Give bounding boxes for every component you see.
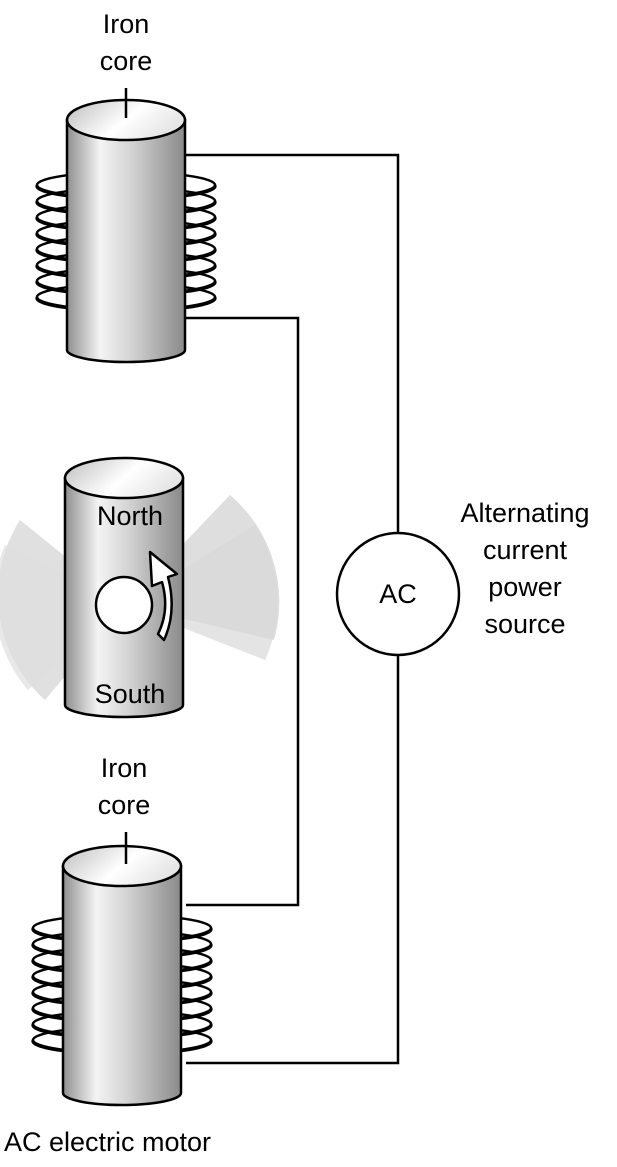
top-core-body xyxy=(65,118,187,364)
power-source-label: Alternating current power source xyxy=(460,498,590,639)
rotor-south-label: South xyxy=(94,679,166,709)
rotor-magnet xyxy=(63,456,185,719)
bottom-electromagnet xyxy=(31,832,213,1107)
bottom-core-body xyxy=(61,864,183,1107)
ac-symbol-label: AC xyxy=(379,579,417,609)
top-coil-front xyxy=(35,184,217,310)
bottom-core-label: Iron core xyxy=(97,753,151,820)
shaft-icon xyxy=(94,575,154,635)
bottom-core-cap xyxy=(61,844,183,888)
bottom-coil-front xyxy=(31,927,213,1053)
curved-arrow-icon xyxy=(148,550,179,642)
top-core-label: Iron core xyxy=(99,9,153,76)
wire-ac-bottom xyxy=(186,655,400,1065)
wire-top-inner xyxy=(186,316,300,907)
wire-top-outer xyxy=(186,153,400,533)
rotor-north-label: North xyxy=(96,501,164,531)
ac-power-source xyxy=(335,531,461,657)
wiring xyxy=(186,153,400,1065)
top-electromagnet xyxy=(35,88,217,364)
caption: AC electric motor xyxy=(4,1127,212,1157)
